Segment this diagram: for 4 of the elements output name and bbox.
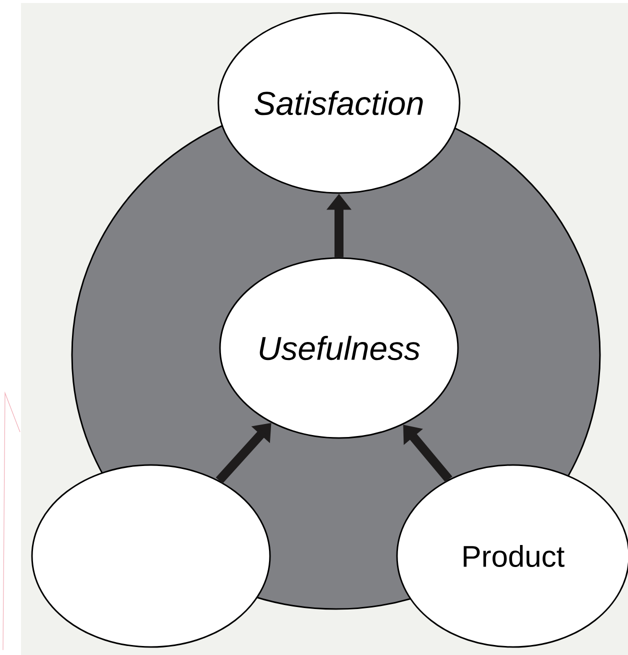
ellipse-node: Product [396,464,628,648]
ellipse-node [31,464,271,648]
ellipse-node: Usefulness [219,257,459,439]
ellipse-node: Satisfaction [218,12,460,194]
